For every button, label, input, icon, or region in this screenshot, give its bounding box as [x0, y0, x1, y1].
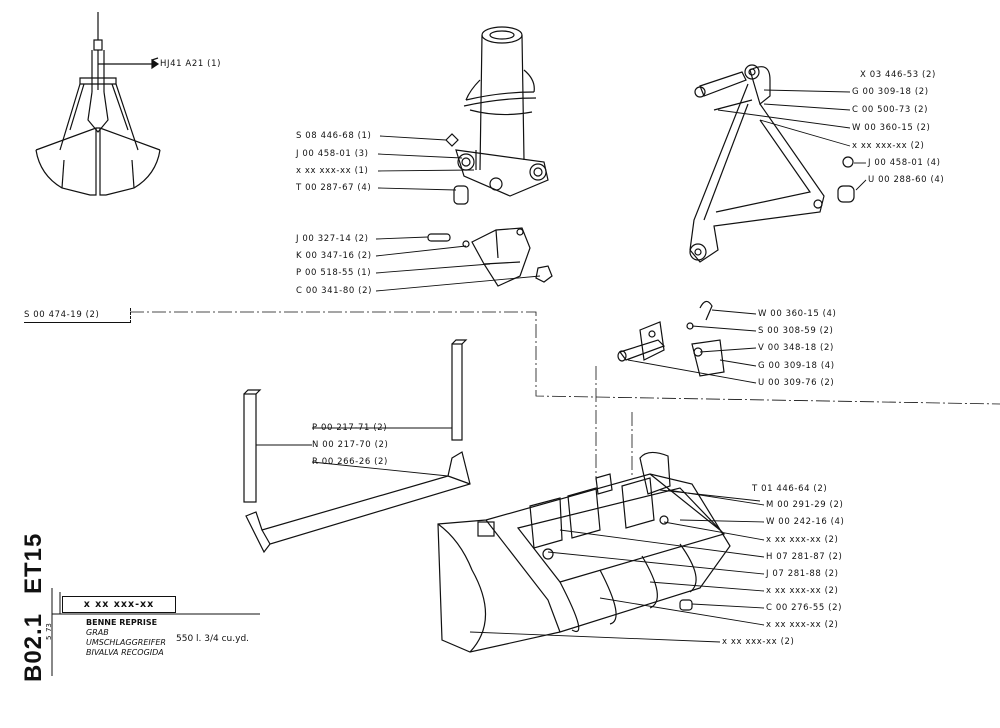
label-k00-347-16: K 00 347-16 (2): [296, 251, 372, 261]
label-xxx-2a: x xx xxx-xx (2): [852, 141, 925, 151]
label-h07-281-87: H 07 281-87 (2): [766, 552, 843, 562]
label-t01-446-64: T 01 446-64 (2): [752, 484, 828, 494]
label-xxx-2e: x xx xxx-xx (2): [722, 637, 795, 647]
lever-bracket-figure: [427, 227, 553, 287]
label-c00-341-80: C 00 341-80 (2): [296, 286, 373, 296]
sheet-date: 5_73: [45, 623, 53, 640]
label-xxx-1: x xx xxx-xx (1): [296, 166, 369, 176]
a-frame-arm-figure: [689, 64, 855, 263]
label-s00-308-59: S 00 308-59 (2): [758, 326, 834, 336]
label-n00-217-70: N 00 217-70 (2): [312, 440, 389, 450]
label-j00-327-14: J 00 327-14 (2): [296, 234, 369, 244]
side-bars-figure: [243, 339, 471, 554]
leader-lines: [256, 89, 867, 643]
centre-lines: [130, 311, 1000, 480]
label-p00-518-55: P 00 518-55 (1): [296, 268, 372, 278]
capacity-text: 550 l. 3/4 cu.yd.: [176, 634, 250, 644]
label-c00-276-55: C 00 276-55 (2): [766, 603, 843, 613]
label-u00-288-60: U 00 288-60 (4): [868, 175, 945, 185]
label-c00-500-73: C 00 500-73 (2): [852, 105, 929, 115]
label-u00-309-76: U 00 309-76 (2): [758, 378, 835, 388]
label-t00-287-67: T 00 287-67 (4): [296, 183, 372, 193]
label-xxx-2c: x xx xxx-xx (2): [766, 586, 839, 596]
label-j07-281-88: J 07 281-88 (2): [766, 569, 839, 579]
label-p00-217-71: P 00 217-71 (2): [312, 423, 388, 433]
label-r00-266-26: R 00 266-26 (2): [312, 457, 388, 467]
label-w00-360-15-a: W 00 360-15 (2): [852, 123, 931, 133]
label-s08-446-68: S 08 446-68 (1): [296, 131, 372, 141]
label-g00-309-18-a: G 00 309-18 (2): [852, 87, 929, 97]
label-hj41: HJ41 A21 (1): [160, 59, 221, 69]
pin-bracket-figure: [617, 300, 725, 377]
title-fr: BENNE REPRISE: [86, 618, 158, 627]
head-casting-figure: [445, 26, 549, 205]
sheet-code-et15: ET15: [20, 532, 47, 594]
label-w00-242-16: W 00 242-16 (4): [766, 517, 845, 527]
title-block-lines: [51, 588, 260, 676]
label-v00-348-18: V 00 348-18 (2): [758, 343, 834, 353]
title-de: UMSCHLAGGREIFER: [86, 638, 166, 647]
label-w00-360-15-b: W 00 360-15 (4): [758, 309, 837, 319]
label-j00-458-01-a: J 00 458-01 (3): [296, 149, 369, 159]
label-s00-474-19: S 00 474-19 (2): [24, 308, 131, 323]
grab-overview-figure: [35, 12, 161, 196]
label-m00-291-29: M 00 291-29 (2): [766, 500, 844, 510]
title-en: GRAB: [86, 628, 109, 637]
label-xxx-2d: x xx xxx-xx (2): [766, 620, 839, 630]
label-xxx-2b: x xx xxx-xx (2): [766, 535, 839, 545]
part-code-box: x xx xxx-xx: [62, 596, 176, 613]
label-j00-458-01-b: J 00 458-01 (4): [868, 158, 941, 168]
title-es: BIVALVA RECOGIDA: [86, 648, 164, 657]
label-g00-309-18-b: G 00 309-18 (4): [758, 361, 835, 371]
label-x03-446-53: X 03 446-53 (2): [860, 70, 936, 80]
bucket-shell-figure: [437, 451, 731, 653]
